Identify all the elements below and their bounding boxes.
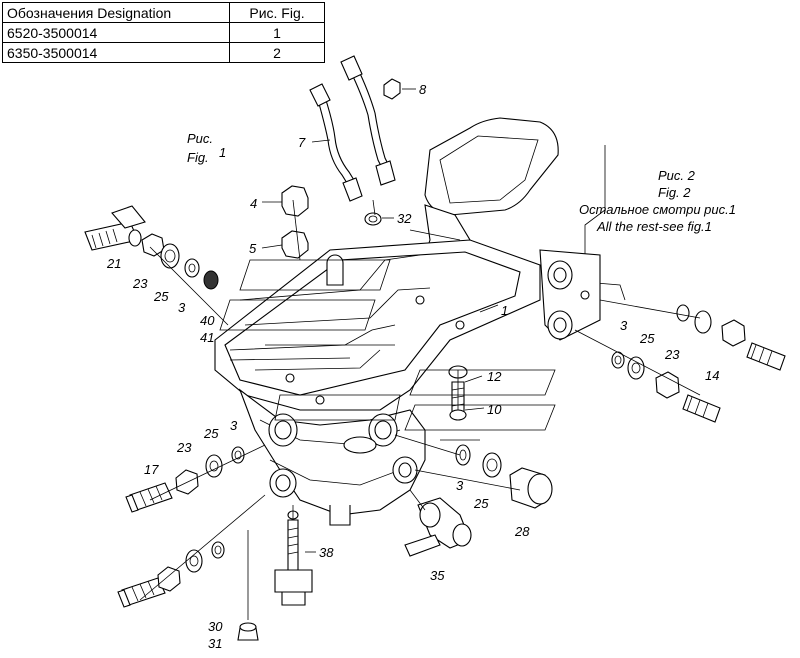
nut-23c [655,371,680,399]
washer-3b [231,446,245,464]
nut-8 [383,78,401,100]
callout-7: 7 [298,135,306,150]
callout-4: 4 [250,196,257,211]
washer-lower-left-a [185,549,203,573]
row-figure: 2 [229,42,325,63]
plug-28 [509,467,553,509]
stud-38 [274,510,313,606]
callout-31: 31 [208,636,222,651]
callout-38: 38 [319,545,334,560]
callout-14: 14 [705,368,719,383]
callout-32: 32 [397,211,412,226]
callout-12: 12 [487,369,502,384]
caption-fig2-ru: Рис. 2 [658,168,696,183]
callout-25-right: 25 [639,331,655,346]
washer-25b [205,454,223,478]
leader-lines [139,88,701,620]
callout-23-upper-left: 23 [132,276,148,291]
nut-lower-left [157,566,181,592]
callout-25-left: 25 [203,426,219,441]
caption-fig1-ru: Рис. [187,131,213,146]
washer-25d [627,356,645,380]
table-row: 6350-3500014 2 [2,42,325,63]
callout-21: 21 [106,256,121,271]
callout-30: 30 [208,619,223,634]
nut-4 [281,185,309,217]
callout-5: 5 [249,241,257,256]
row-designation: 6350-3500014 [2,42,230,63]
drain-valve-35 [404,497,472,557]
callout-23-right: 23 [664,347,680,362]
callout-40: 40 [200,313,215,328]
washer-25c [482,452,502,478]
washer-lower-left-b [211,541,225,559]
offset-boxes [219,259,556,441]
fitting-17 [125,482,173,513]
pipes-7 [309,55,396,202]
callout-3-upper-left: 3 [178,300,186,315]
caption-fig2-rest-en: All the rest-see fig.1 [596,219,712,234]
washer-fig2-b [694,310,712,334]
table-header-row: Обозначения Designation Рис. Fig. [2,2,325,23]
washer-25a [160,243,180,269]
washer-fig2-a [676,304,690,322]
caption-fig1-number: 1 [219,145,226,160]
valve-body [214,239,541,526]
callout-17: 17 [144,462,159,477]
nut-fig2 [721,319,746,347]
callout-3-center: 3 [456,478,464,493]
washer-3c [455,444,471,466]
washer-3a [184,258,200,278]
callout-1: 1 [501,303,508,318]
tee-fitting-21 [84,205,146,251]
caption-fig2-en: Fig. 2 [658,185,691,200]
callout-25-upper-left: 25 [153,289,169,304]
callout-35: 35 [430,568,445,583]
callout-3-left: 3 [230,418,238,433]
callout-28: 28 [514,524,530,539]
callout-25-center: 25 [473,496,489,511]
fig2-body [539,249,601,341]
nut-5 [281,230,309,259]
caption-fig2-rest-ru: Остальное смотри рис.1 [579,202,736,217]
washer-32 [364,212,382,226]
caption-fig1-en: Fig. [187,150,209,165]
designation-table: Обозначения Designation Рис. Fig. 6520-3… [2,2,325,63]
nut-23a [141,233,165,257]
callout-8: 8 [419,82,427,97]
fitting-lower-left [117,577,166,608]
callout-41: 41 [200,330,214,345]
callout-3-right: 3 [620,318,628,333]
fitting-fig2 [746,342,786,371]
filter-40 [203,270,219,290]
callout-23-left: 23 [176,440,192,455]
callout-10: 10 [487,402,502,417]
fitting-14 [682,394,721,423]
